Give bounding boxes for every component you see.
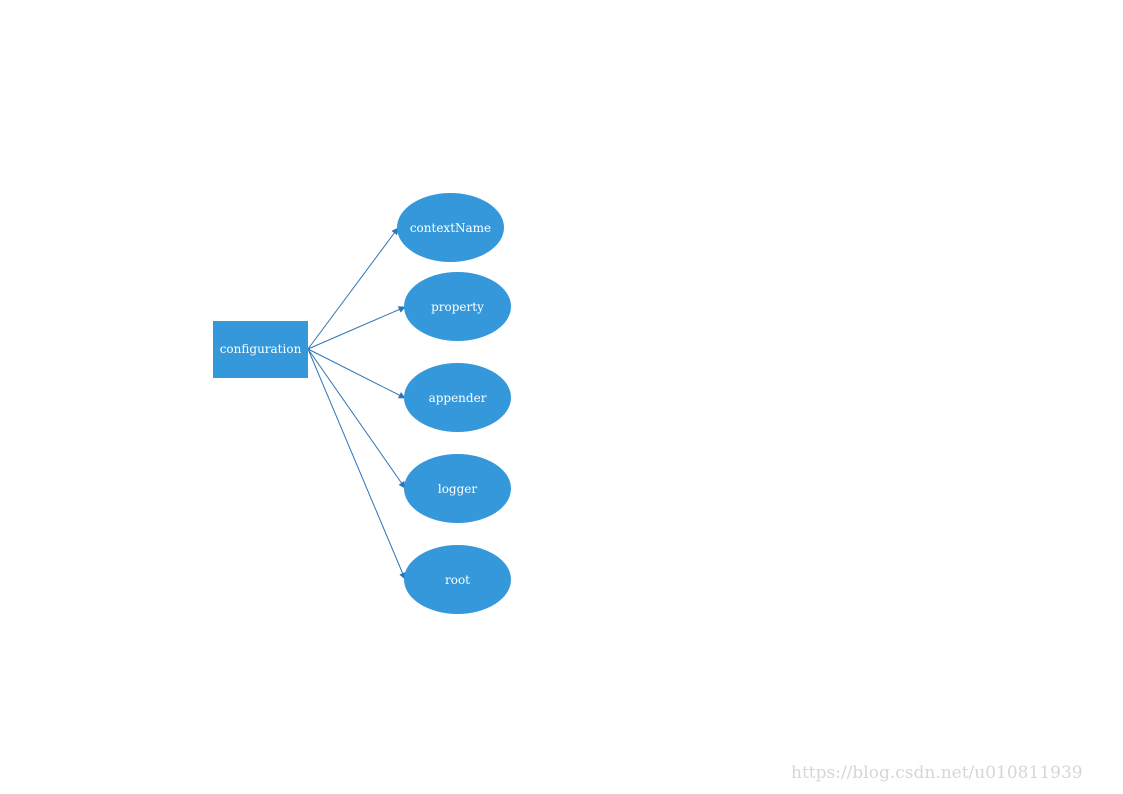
edge-to-logger bbox=[307, 348, 406, 489]
edge-to-property bbox=[307, 306, 406, 350]
edge-to-appender bbox=[307, 348, 406, 399]
appender-node: appender bbox=[404, 363, 511, 432]
edge-to-root bbox=[307, 348, 406, 580]
configuration-node: configuration bbox=[213, 321, 308, 378]
watermark-text: https://blog.csdn.net/u010811939 bbox=[791, 763, 1083, 783]
property-node: property bbox=[404, 272, 511, 341]
logger-node: logger bbox=[404, 454, 511, 523]
edge-to-context-name bbox=[307, 227, 399, 350]
root-node: root bbox=[404, 545, 511, 614]
context-name-node: contextName bbox=[397, 193, 504, 262]
